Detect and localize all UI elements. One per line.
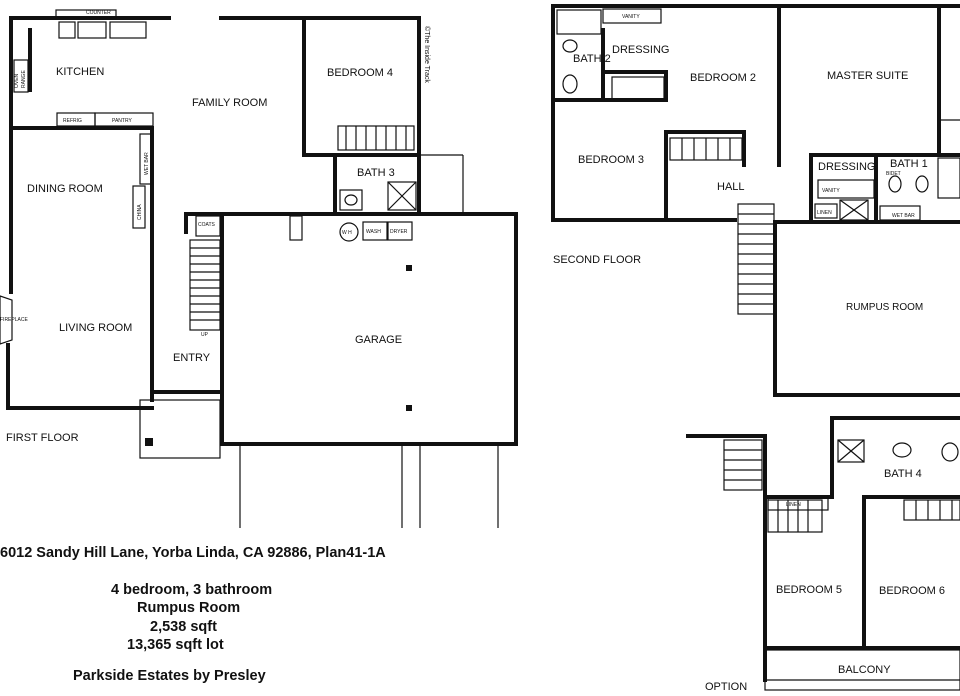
second-floor-details [556,8,960,691]
label-refrig: REFRIG [63,118,82,124]
label-up: UP [201,332,209,338]
label-balcony: BALCONY [838,664,891,676]
label-bath-4: BATH 4 [884,468,922,480]
label-bedroom-4: BEDROOM 4 [327,67,393,79]
label-vanity: VANITY [622,14,640,20]
first-floor-walls [6,16,518,446]
label-kitchen: KITCHEN [56,66,104,78]
copyright-text: ©The Inside Track [423,26,431,83]
listing-address: 6012 Sandy Hill Lane, Yorba Linda, CA 92… [0,545,386,561]
label-oven: OVEN [14,73,20,88]
label-china: CHINA [137,204,143,220]
label-bedroom-6: BEDROOM 6 [879,585,945,597]
listing-sqft: 2,538 sqft [150,619,217,635]
label-bidet: BIDET [886,171,901,177]
label-hall: HALL [717,181,745,193]
label-range: RANGE [21,70,27,88]
label-bedroom-2: BEDROOM 2 [690,72,756,84]
label-dryer: DRYER [390,229,408,235]
label-family-room: FAMILY ROOM [192,97,267,109]
label-wet-bar-upstairs: WET BAR [892,213,915,219]
label-garage: GARAGE [355,334,402,346]
label-bath-1: BATH 1 [890,158,928,170]
label-coats: COATS [198,222,216,228]
label-counter: COUNTER [86,10,111,16]
label-dressing-master: DRESSING [818,161,875,173]
second-floor-title: SECOND FLOOR [553,254,641,266]
first-floor-details [0,9,499,528]
label-bedroom-3: BEDROOM 3 [578,154,644,166]
label-fireplace: FIREPLACE [0,317,28,323]
listing-builder: Parkside Estates by Presley [73,668,266,684]
label-pantry: PANTRY [112,118,132,124]
label-master-suite: MASTER SUITE [827,70,908,82]
second-floor-labels: BATH 2 DRESSING BEDROOM 2 MASTER SUITE B… [553,14,945,693]
label-dressing: DRESSING [612,44,669,56]
label-option: OPTION [705,681,747,693]
first-floor-labels: KITCHEN FAMILY ROOM BEDROOM 4 DINING ROO… [0,10,431,444]
label-bedroom-5: BEDROOM 5 [776,584,842,596]
label-dining-room: DINING ROOM [27,183,103,195]
label-entry: ENTRY [173,352,211,364]
label-linen: LINEN [817,210,832,216]
label-wash: WASH [366,229,381,235]
first-floor-title: FIRST FLOOR [6,432,79,444]
second-floor-walls [551,4,960,682]
listing-lot-size: 13,365 sqft lot [127,637,224,653]
label-linen-hall: LINEN [786,502,801,508]
label-wh: W H [342,230,352,236]
label-vanity-master: VANITY [822,188,840,194]
label-rumpus-room: RUMPUS ROOM [846,302,923,313]
label-bath-2: BATH 2 [573,53,611,65]
label-living-room: LIVING ROOM [59,322,132,334]
label-bath-3: BATH 3 [357,167,395,179]
listing-bed-bath: 4 bedroom, 3 bathroom [111,582,273,598]
listing-extra-room: Rumpus Room [137,600,241,616]
label-wet-bar: WET BAR [144,152,150,175]
